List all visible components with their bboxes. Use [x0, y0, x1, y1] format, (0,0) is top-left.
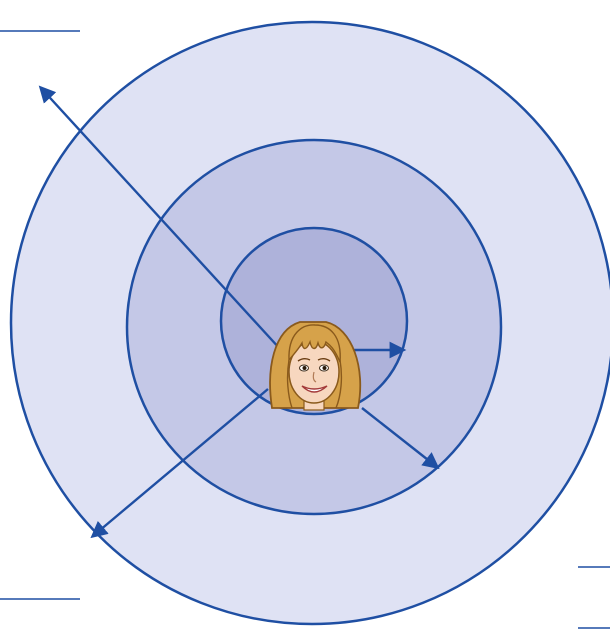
woman-face-icon [270, 322, 360, 410]
